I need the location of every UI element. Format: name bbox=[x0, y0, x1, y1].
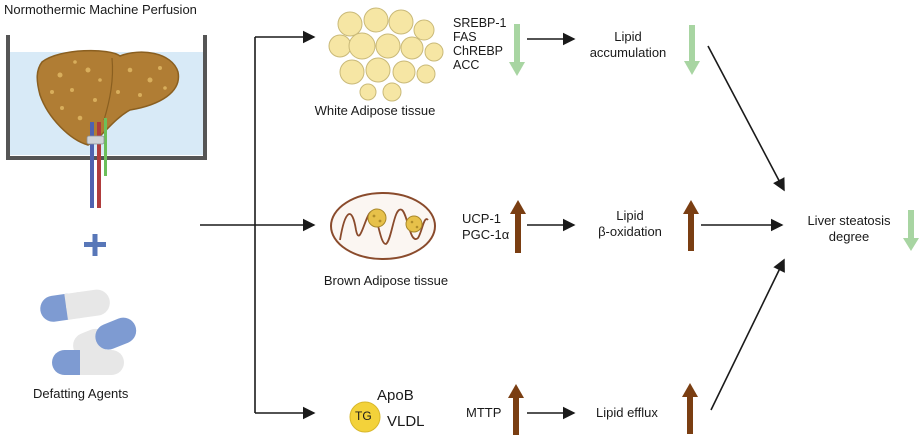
down-arrow-lipid-accumulation bbox=[684, 25, 700, 75]
plus-icon bbox=[84, 234, 106, 256]
outcome-line: Lipid bbox=[616, 208, 644, 223]
white-adipose-label: White Adipose tissue bbox=[314, 103, 436, 118]
brown-marker: PGC-1α bbox=[462, 227, 510, 242]
perfusion-title: Normothermic Machine Perfusion bbox=[4, 2, 197, 17]
up-arrow-mttp bbox=[508, 384, 524, 435]
white-marker: ACC bbox=[453, 58, 480, 72]
branch-connector bbox=[200, 30, 316, 420]
liver-icon bbox=[36, 49, 180, 146]
up-arrow-lipid-efflux bbox=[682, 383, 698, 434]
beta-oxidation-label: Lipid β-oxidation bbox=[582, 208, 678, 240]
result-line: degree bbox=[828, 229, 870, 244]
mttp-label: MTTP bbox=[466, 405, 502, 420]
arrow-efflux-to-steatosis bbox=[710, 258, 785, 411]
perfusion-tubes bbox=[86, 118, 107, 208]
capsule-icon bbox=[40, 289, 137, 375]
brown-adipose-label: Brown Adipose tissue bbox=[323, 273, 449, 288]
down-arrow-white-markers bbox=[509, 24, 525, 76]
outcome-line: Lipid bbox=[614, 29, 642, 44]
vldl-label: VLDL bbox=[387, 413, 425, 430]
white-marker: ChREBP bbox=[453, 44, 504, 58]
defatting-agents-label: Defatting Agents bbox=[33, 386, 129, 401]
white-adipose-icon bbox=[328, 7, 444, 102]
brown-adipose-icon bbox=[330, 192, 436, 260]
outcome-line: accumulation bbox=[589, 45, 667, 60]
liver-steatosis-label: Liver steatosis degree bbox=[794, 213, 904, 245]
tg-badge bbox=[349, 401, 381, 433]
result-line: Liver steatosis bbox=[807, 213, 891, 228]
white-marker: SREBP-1 bbox=[453, 16, 507, 30]
arrow-accumulation-to-steatosis bbox=[707, 45, 785, 192]
outcome-line: β-oxidation bbox=[598, 224, 662, 239]
lipid-efflux-label: Lipid efflux bbox=[596, 405, 658, 420]
white-marker: FAS bbox=[453, 30, 477, 44]
lipid-accumulation-label: Lipid accumulation bbox=[582, 29, 674, 61]
flow-arrows bbox=[527, 32, 785, 420]
up-arrow-beta-oxidation bbox=[683, 200, 699, 251]
brown-marker-list: UCP-1 PGC-1α bbox=[462, 211, 509, 243]
tg-badge-label: TG bbox=[355, 409, 372, 423]
brown-marker: UCP-1 bbox=[462, 211, 502, 226]
down-arrow-steatosis bbox=[903, 210, 919, 251]
apob-label: ApoB bbox=[377, 387, 414, 404]
white-marker-list: SREBP-1 FAS ChREBP ACC bbox=[453, 16, 507, 72]
up-arrow-brown-markers bbox=[510, 200, 526, 253]
regulation-arrows bbox=[508, 24, 919, 435]
